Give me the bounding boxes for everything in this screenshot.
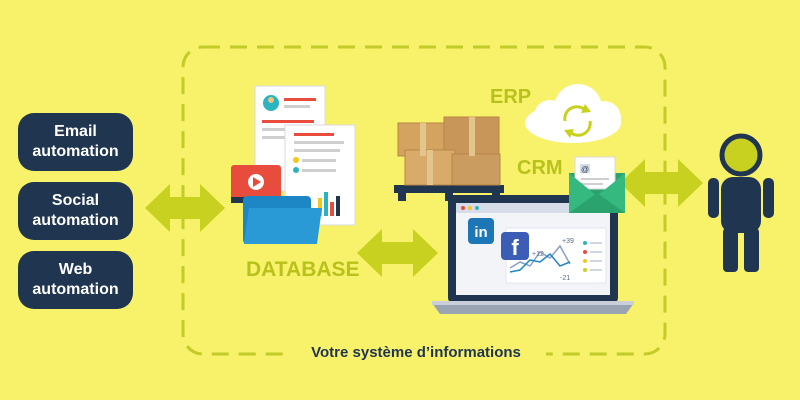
cloud-sync-icon [525, 84, 621, 143]
folder-icon [243, 196, 322, 244]
linkedin-icon: in [468, 218, 494, 244]
double-arrow-middle [357, 229, 438, 277]
double-arrow-left [145, 184, 225, 232]
facebook-icon: f [501, 232, 529, 260]
erp-label: ERP [490, 86, 532, 108]
social-automation-box: Social automation [18, 182, 133, 240]
video-player-icon [231, 165, 281, 203]
boxes-pallet-icon [394, 116, 504, 201]
web-automation-box: Web automation [18, 251, 133, 309]
email-envelope-icon: @ [569, 156, 625, 213]
linkedin-glyph: in [474, 224, 487, 241]
email-at-symbol: @ [581, 165, 589, 174]
crm-label: CRM [517, 157, 563, 179]
documents-icon [254, 85, 356, 226]
email-automation-box: Email automation [18, 113, 133, 171]
system-caption: Votre système d’informations [286, 340, 546, 366]
chart-label-plus39: +39 [562, 238, 574, 245]
database-label: DATABASE [246, 258, 360, 281]
chart-label-minus21: -21 [560, 275, 570, 282]
double-arrow-right [620, 159, 703, 207]
chart-label-plus12: +12 [532, 251, 544, 258]
user-icon [708, 133, 774, 272]
facebook-glyph: f [511, 235, 519, 260]
